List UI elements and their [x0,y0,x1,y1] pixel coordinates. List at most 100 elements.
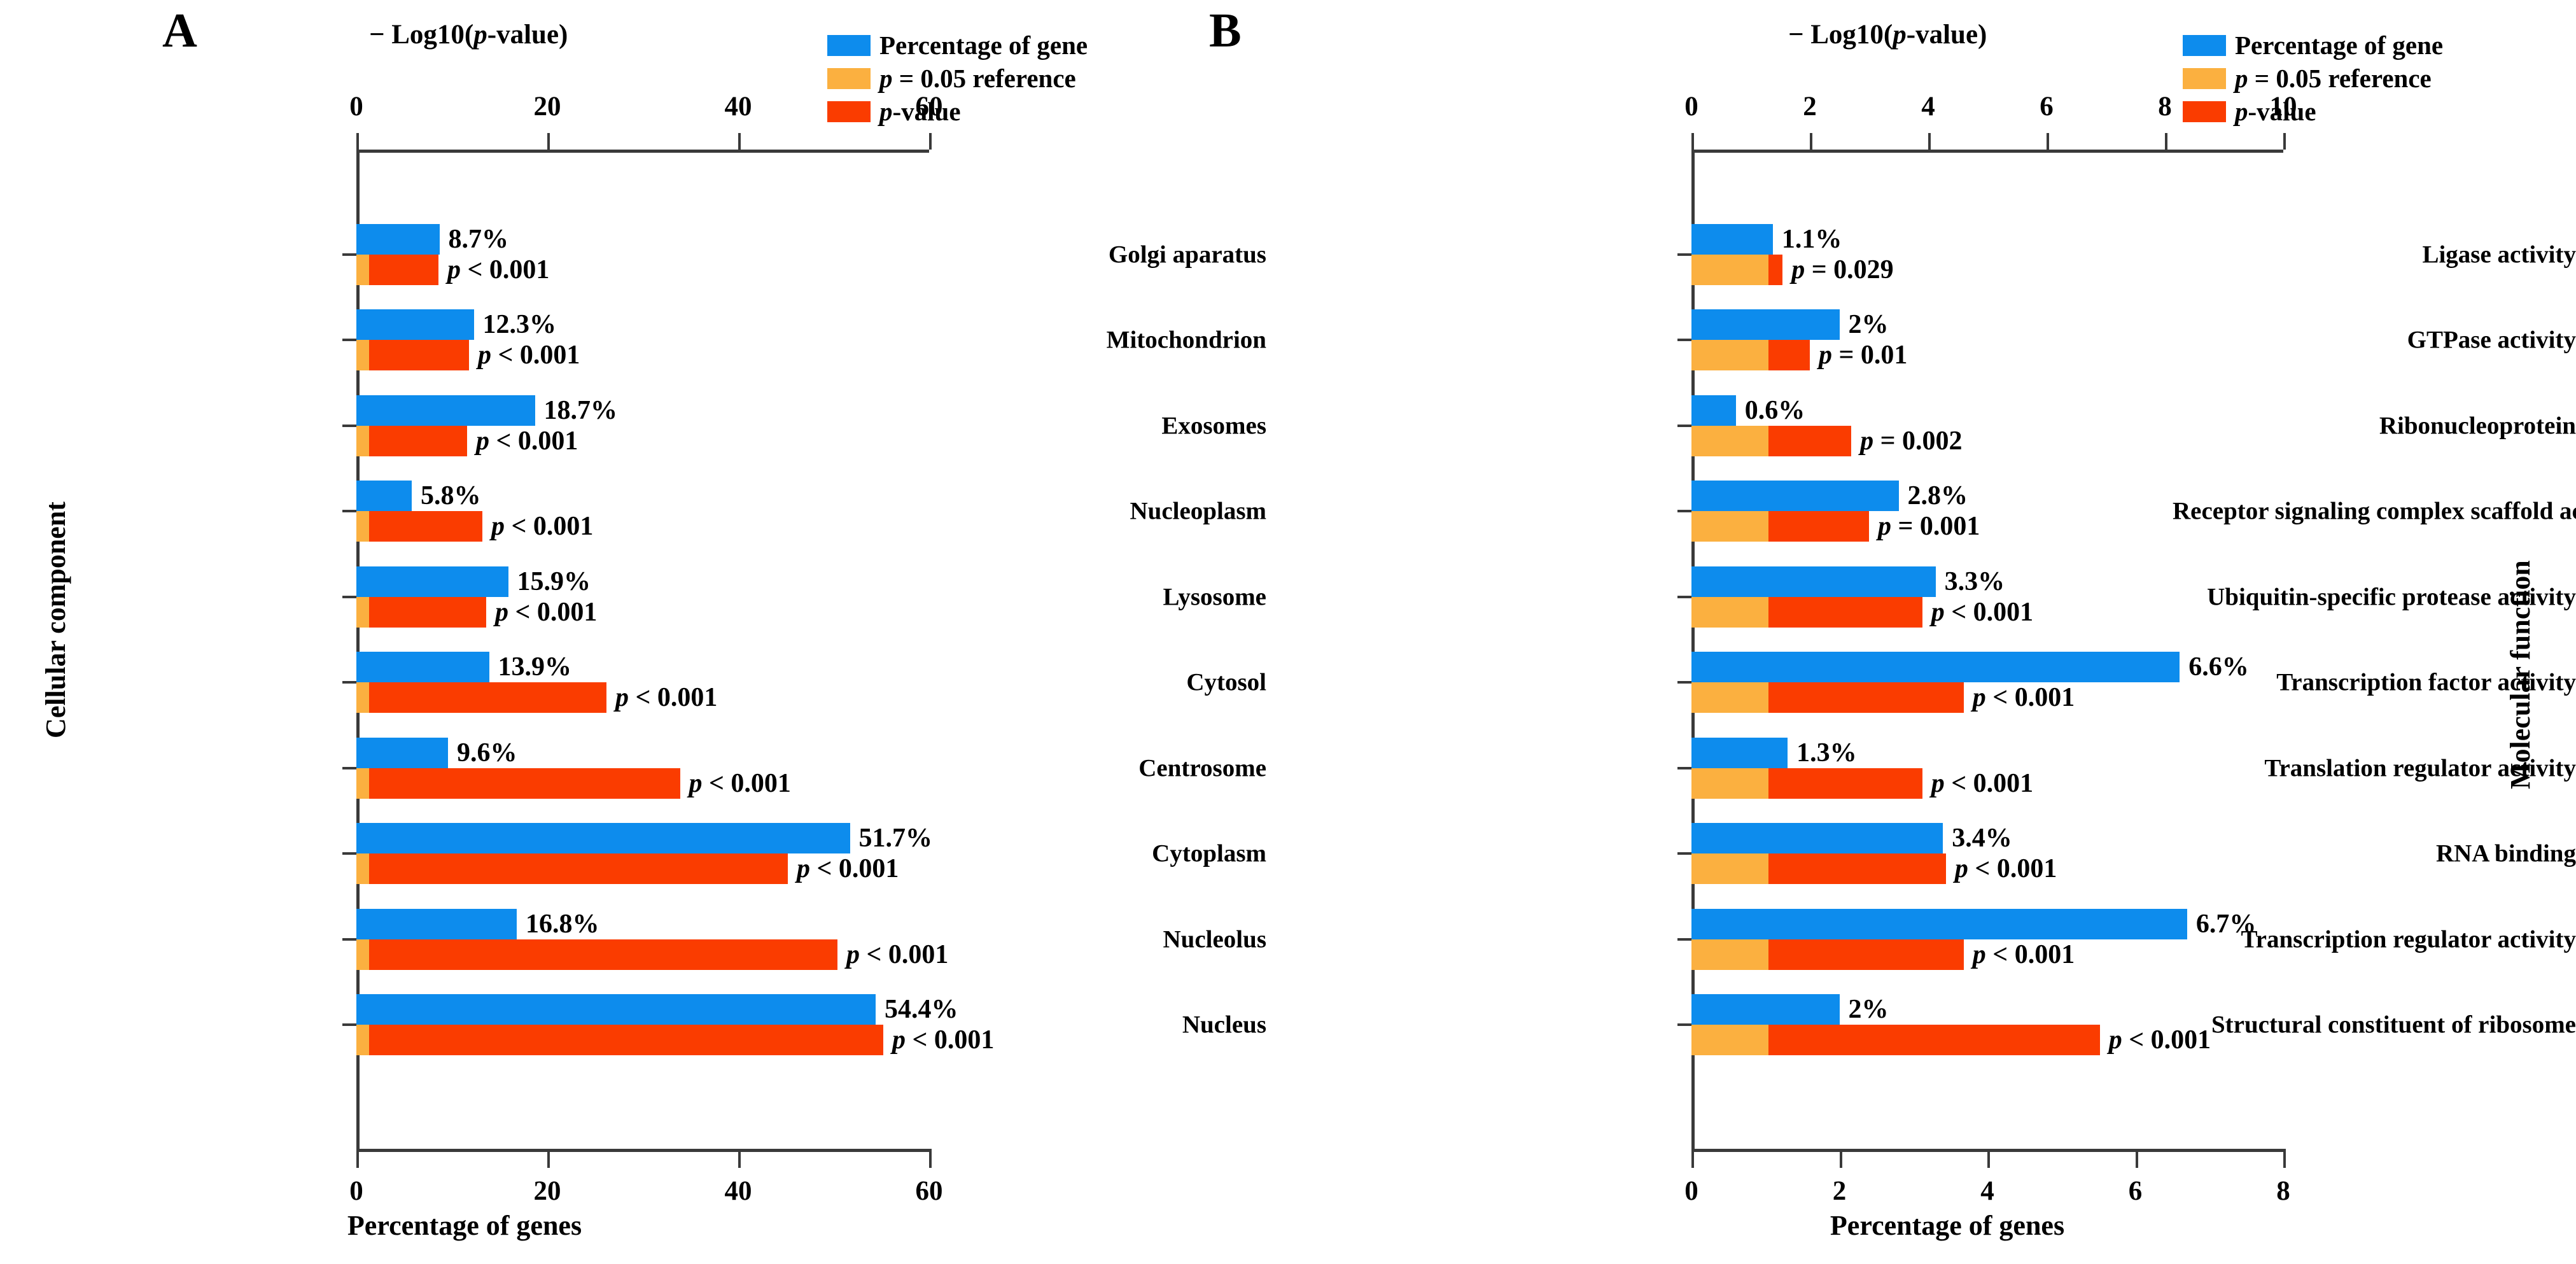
bar-value-label: 6.7% [2195,909,2257,939]
bar-p-value [368,682,606,713]
bar-p-value [1768,939,1964,970]
bar-p005-reference [1691,682,1768,713]
top-tick-label: 60 [915,92,943,122]
bar-p005-reference [1691,425,1768,456]
category-label: Translation regulator activity [2264,754,2576,782]
bar-p-value [368,340,469,371]
bar-pvalue-label: p < 0.001 [1931,597,2034,627]
bar-p005-reference [356,1025,369,1055]
category-tick [342,1023,356,1026]
top-tick [929,133,932,150]
category-tick [342,595,356,598]
red-swatch-icon [2183,101,2226,122]
bar-p-value [1768,340,1810,371]
bar-pvalue-label: p < 0.001 [846,939,949,969]
legend-label-percentage-of-gene: Percentage of gene [2235,31,2444,60]
bar-percentage-of-gene [356,309,474,341]
bar-pvalue-label: p < 0.001 [478,341,580,370]
bar-pvalue-label: p = 0.002 [1860,426,1963,456]
panel-a-bottom-axis-title: Percentage of genes [347,1210,582,1241]
bottom-tick [1691,1149,1694,1168]
bar-percentage-of-gene [1691,994,1840,1025]
bar-p-value [1768,1025,2100,1055]
category-label: Receptor signaling complex scaffold acti… [2173,497,2576,525]
legend-item-percentage-of-gene: Percentage of gene [827,29,1088,62]
bottom-tick-label: 40 [724,1176,752,1206]
category-tick [342,253,356,256]
top-tick-label: 20 [533,92,561,122]
category-label: Nucleus [1182,1011,1266,1039]
orange-swatch-icon [2183,67,2226,89]
category-tick [1677,424,1691,427]
category-label: Nucleoplasm [1130,497,1267,525]
bar-value-label: 5.8% [421,481,481,511]
bar-p-value [368,853,788,885]
legend-item-percentage-of-gene: Percentage of gene [2183,29,2443,62]
category-label: Mitochondrion [1106,326,1266,354]
top-tick-label: 40 [724,92,752,122]
bar-percentage-of-gene [1691,823,1943,854]
bar-percentage-of-gene [356,908,517,939]
bar-value-label: 18.7% [543,395,618,425]
panel-b-legend: Percentage of gene p = 0.05 reference p-… [2183,29,2443,128]
top-tick-label: 6 [2040,92,2054,122]
legend-label-p-value: p-value [879,97,961,126]
bar-p-value [1768,682,1964,713]
bar-p005-reference [356,939,369,970]
category-tick [342,766,356,769]
bar-percentage-of-gene [1691,309,1840,341]
bar-percentage-of-gene [1691,566,1936,597]
bar-p-value [368,768,680,799]
top-tick-label: 0 [349,92,363,122]
top-tick-label: 0 [1684,92,1698,122]
bar-percentage-of-gene [1691,224,1773,255]
bar-percentage-of-gene [356,652,489,683]
category-label: Cytosol [1186,668,1266,696]
bottom-tick [1839,1149,1842,1168]
category-tick [1677,339,1691,342]
category-label: Transcription regulator activity [2241,925,2576,953]
panel-b-y-axis-title: Molecular function [2505,560,2536,789]
category-label: Golgi aparatus [1108,241,1266,269]
bar-pvalue-label: p = 0.001 [1878,512,1980,542]
bar-p005-reference [356,255,369,285]
top-tick [2165,133,2167,150]
bar-p005-reference [1691,340,1768,371]
bar-percentage-of-gene [1691,908,2187,939]
legend-item-p005-reference: p = 0.05 reference [2183,62,2443,95]
bar-value-label: 2% [1848,310,1889,340]
category-tick [1677,852,1691,855]
bottom-tick [2283,1149,2286,1168]
legend-item-p005-reference: p = 0.05 reference [827,62,1088,95]
category-tick [342,339,356,342]
category-tick [342,681,356,684]
bar-value-label: 51.7% [858,824,933,853]
category-tick [1677,595,1691,598]
bar-p005-reference [356,682,369,713]
top-tick [356,133,359,150]
bar-percentage-of-gene [1691,481,1899,512]
panel-a: A − Log10(p-value) Percentage of gene p … [0,0,1266,1264]
red-swatch-icon [827,101,871,122]
bar-percentage-of-gene [1691,737,1788,768]
top-tick-label: 10 [2269,92,2297,122]
category-tick [1677,253,1691,256]
bar-value-label: 1.3% [1796,738,1857,768]
panel-a-legend: Percentage of gene p = 0.05 reference p-… [827,29,1088,128]
panel-b-bottom-axis-title: Percentage of genes [1830,1210,2065,1241]
category-tick [342,852,356,855]
bar-pvalue-label: p < 0.001 [797,854,899,884]
category-label: Transcription factor activity [2276,668,2576,696]
bar-percentage-of-gene [356,481,412,512]
category-tick [342,424,356,427]
bar-p005-reference [1691,511,1768,542]
bar-value-label: 2.8% [1907,481,1968,511]
bar-percentage-of-gene [1691,652,2180,683]
category-label: RNA binding [2435,839,2576,867]
bottom-tick-label: 4 [1980,1176,1994,1206]
bar-p-value [1768,425,1852,456]
category-label: Nucleolus [1163,925,1266,953]
panel-y-axis-spine [356,150,360,1149]
